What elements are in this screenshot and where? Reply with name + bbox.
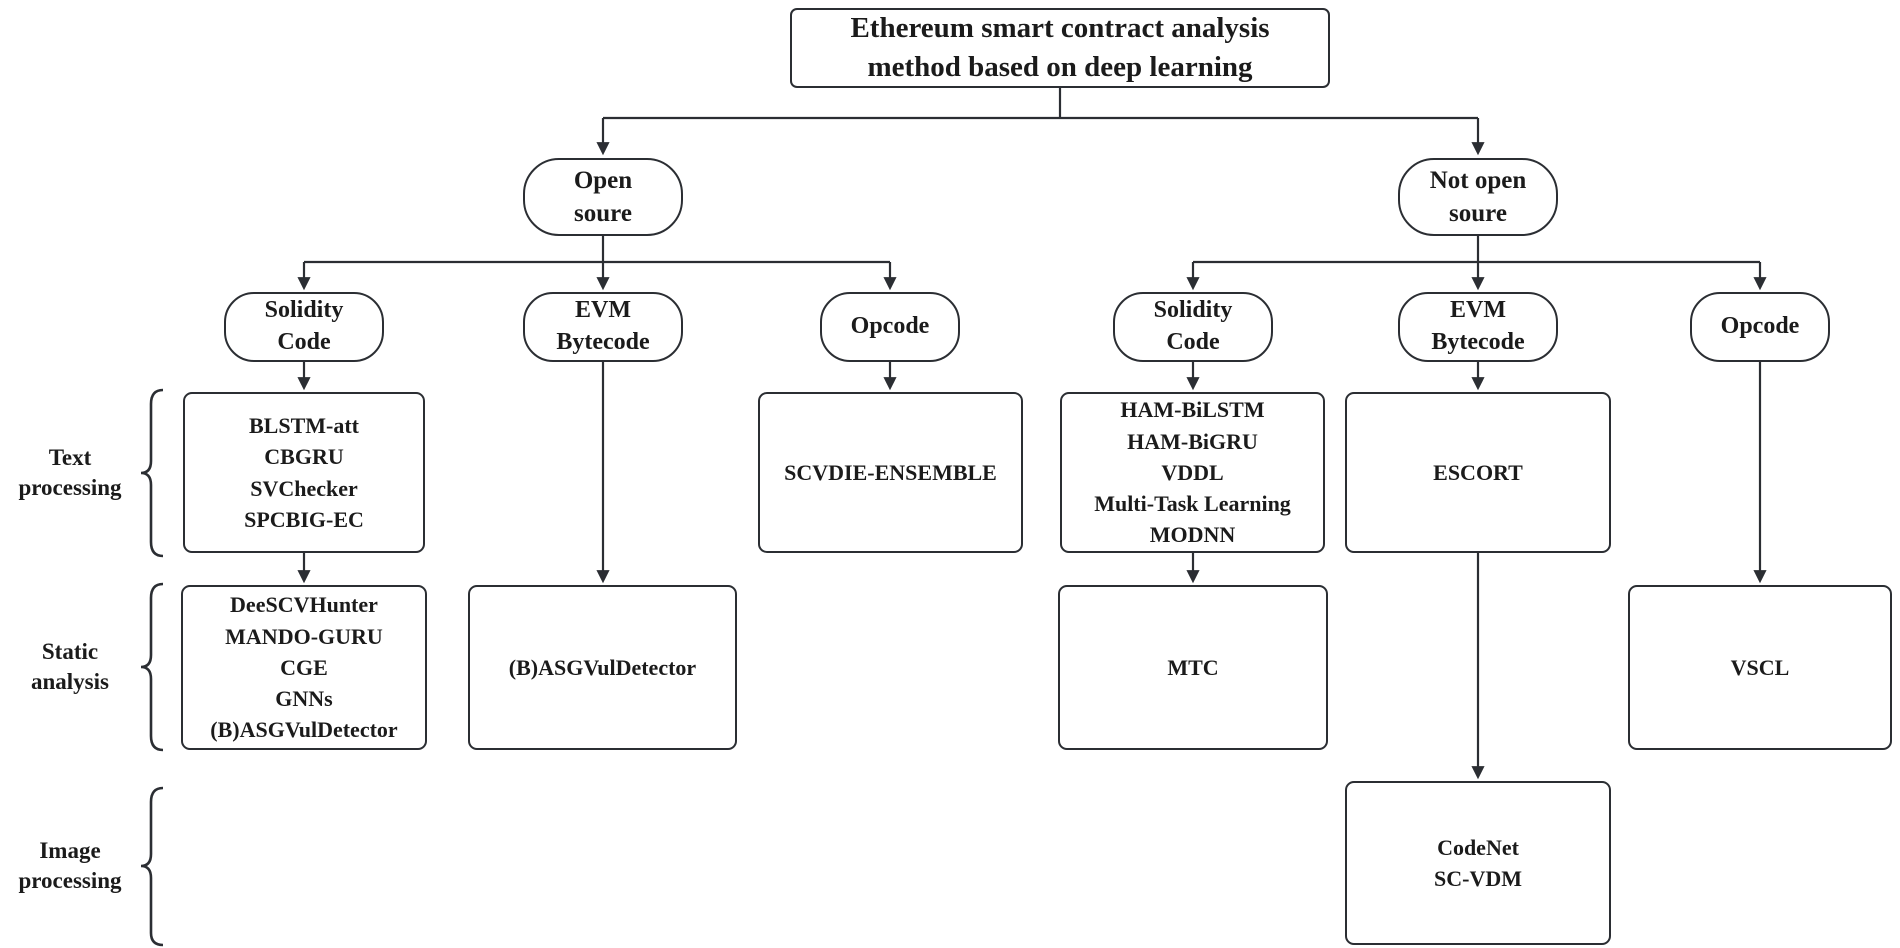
branch-not-open-source-label: Not open soure xyxy=(1429,167,1527,227)
brace-icon xyxy=(140,786,164,947)
root-label: Ethereum smart contract analysis method … xyxy=(850,11,1270,83)
box-closed-evm-image-methods: CodeNet SC-VDM xyxy=(1345,781,1611,945)
box-open-solidity-text-methods: BLSTM-att CBGRU SVChecker SPCBIG-EC xyxy=(183,392,425,553)
pill-closed-solidity-code-label: Solidity Code xyxy=(1153,297,1233,355)
branch-open-source: Open soure xyxy=(523,158,683,236)
pill-closed-opcode: Opcode xyxy=(1690,292,1830,362)
box-closed-opcode-static-methods: VSCL xyxy=(1628,585,1892,750)
pill-open-evm-bytecode: EVM Bytecode xyxy=(523,292,683,362)
box-open-opcode-text-methods: SCVDIE-ENSEMBLE xyxy=(758,392,1023,553)
pill-open-solidity-code-label: Solidity Code xyxy=(264,297,344,355)
pill-open-opcode-label: Opcode xyxy=(850,313,930,340)
pill-open-opcode: Opcode xyxy=(820,292,960,362)
branch-open-source-label: Open soure xyxy=(573,167,633,227)
box-closed-solidity-static-methods: MTC xyxy=(1058,585,1328,750)
row-label-text-processing: Text processing xyxy=(18,445,122,500)
box-closed-solidity-text-methods: HAM-BiLSTM HAM-BiGRU VDDL Multi-Task Lea… xyxy=(1060,392,1325,553)
pill-closed-solidity-code: Solidity Code xyxy=(1113,292,1273,362)
branch-not-open-source: Not open soure xyxy=(1398,158,1558,236)
brace-icon xyxy=(140,582,164,752)
pill-open-evm-bytecode-label: EVM Bytecode xyxy=(556,297,650,355)
row-label-static-analysis: Static analysis xyxy=(31,639,109,694)
pill-closed-evm-bytecode-label: EVM Bytecode xyxy=(1431,297,1525,355)
box-open-solidity-static-methods: DeeSCVHunter MANDO-GURU CGE GNNs (B)ASGV… xyxy=(181,585,427,750)
pill-closed-opcode-label: Opcode xyxy=(1720,313,1800,340)
box-open-evm-static-methods: (B)ASGVulDetector xyxy=(468,585,737,750)
row-label-image-processing: Image processing xyxy=(18,838,122,893)
root-node: Ethereum smart contract analysis method … xyxy=(790,8,1330,88)
brace-icon xyxy=(140,388,164,558)
pill-closed-evm-bytecode: EVM Bytecode xyxy=(1398,292,1558,362)
box-closed-evm-text-methods: ESCORT xyxy=(1345,392,1611,553)
pill-open-solidity-code: Solidity Code xyxy=(224,292,384,362)
